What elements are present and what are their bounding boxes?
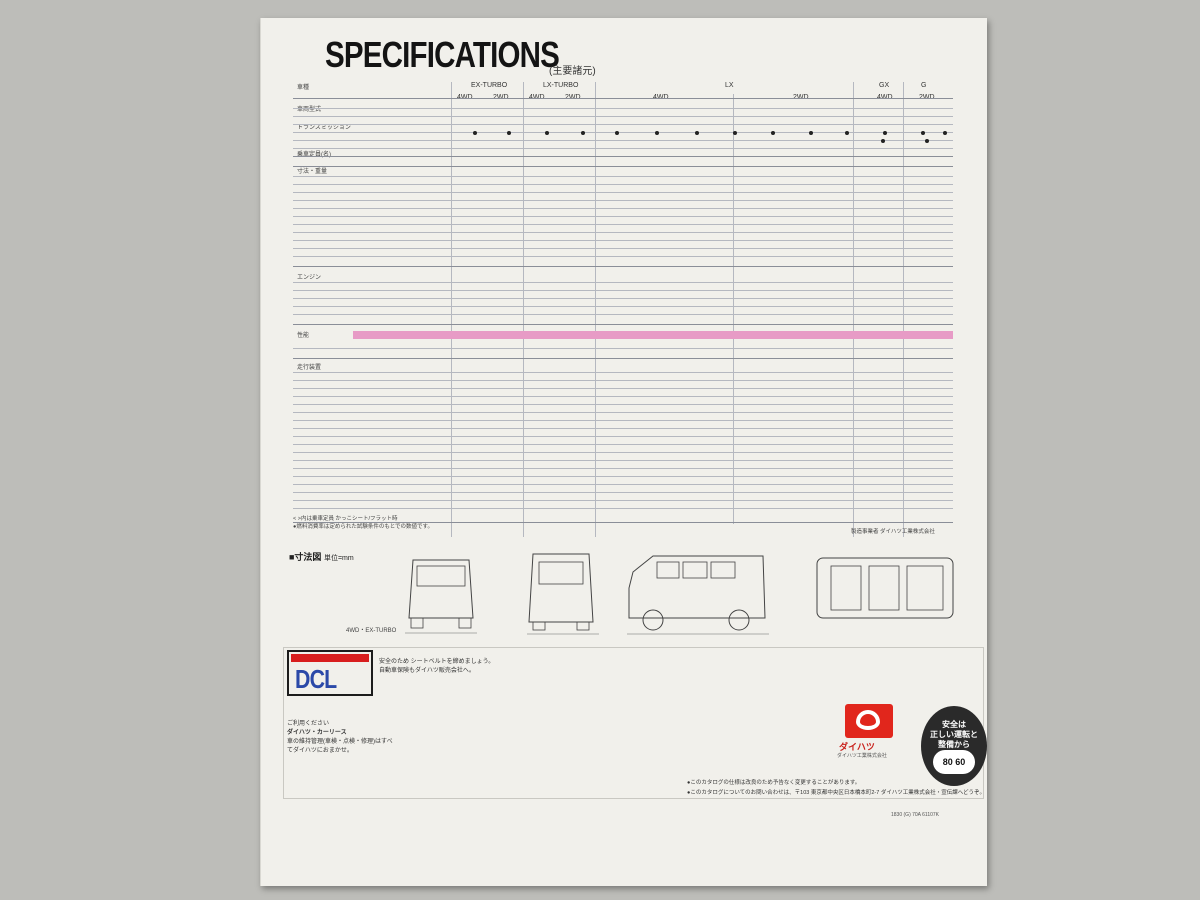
- dealer-info: ご利用ください ダイハツ・カーリース 車の維持管理(車検・点検・修理)はすべてダ…: [287, 720, 397, 756]
- dcl-copy: 安全のため シートベルトを締めましょう。 自動車保険もダイハツ販売会社へ。: [379, 658, 494, 676]
- note-line: < >内は乗車定員 かっこシート/フラット時: [293, 516, 398, 522]
- safety-line: 整備から: [938, 740, 970, 749]
- spec-dot: [883, 131, 887, 135]
- drive-label: 4WD: [457, 94, 473, 101]
- footnote-line: ●このカタログについてのお問い合わせは、〒103 東京都中央区日本橋本町2-7 …: [687, 790, 985, 796]
- brochure-page: SPECIFICATIONS (主要諸元) EX-TURBO LX-TURBO …: [260, 18, 987, 886]
- col-ex-turbo: EX-TURBO: [471, 82, 508, 89]
- drive-label: 4WD: [877, 94, 893, 101]
- fuel-economy-highlight: [353, 331, 953, 339]
- dealer-body: 車の維持管理(車検・点検・修理)はすべてダイハツにおまかせ。: [287, 739, 393, 754]
- diagram-title: ■寸法図 単位=mm: [289, 550, 354, 563]
- col-g: G: [921, 82, 927, 89]
- section-label: 走行装置: [297, 365, 322, 371]
- speed-limit-badge: 80 60: [933, 750, 975, 774]
- drive-label: 4WD: [529, 94, 545, 101]
- spec-dot: [655, 131, 659, 135]
- drive-label: 4WD: [653, 94, 669, 101]
- section-label: 寸法・重量: [297, 169, 328, 175]
- spec-notes: < >内は乗車定員 かっこシート/フラット時 ●燃料消費率は定められた試験条件の…: [293, 515, 953, 531]
- safety-badge: 安全は 正しい運転と 整備から 80 60: [921, 706, 987, 786]
- diagram-unit: 単位=mm: [323, 555, 354, 562]
- spec-dot: [771, 131, 775, 135]
- dcl-copy-line: 自動車保険もダイハツ販売会社へ。: [379, 668, 475, 674]
- spec-dot: [881, 139, 885, 143]
- spec-dot: [615, 131, 619, 135]
- drive-label: 2WD: [493, 94, 509, 101]
- maker-label: 製造事業者 ダイハツ工業株式会社: [851, 529, 935, 535]
- footnote-line: ●このカタログの仕様は改良のため予告なく変更することがあります。: [687, 780, 861, 786]
- page-title: SPECIFICATIONS: [325, 34, 560, 75]
- daihatsu-logo-icon: [845, 704, 893, 738]
- catalog-code: 1830 (G) 70A 61107K: [891, 812, 939, 818]
- page-subtitle: (主要諸元): [549, 66, 596, 77]
- spec-dot: [733, 131, 737, 135]
- col-lx: LX: [725, 82, 734, 89]
- spec-dot: [695, 131, 699, 135]
- section-label: エンジン: [297, 275, 322, 281]
- col-gx: GX: [879, 82, 890, 89]
- footnotes: ●このカタログの仕様は改良のため予告なく変更することがあります。 ●このカタログ…: [687, 778, 985, 798]
- info-panel: [283, 647, 984, 799]
- spec-dot: [581, 131, 585, 135]
- spec-table: EX-TURBO LX-TURBO LX GX G 4WD 2WD 4WD 2W…: [293, 82, 953, 541]
- safety-line: 正しい運転と: [930, 730, 978, 739]
- section-label: 車両型式: [297, 107, 322, 113]
- dcl-logo-text: DCL: [295, 664, 337, 694]
- front-view-drawing: [405, 559, 477, 634]
- drive-label: 2WD: [919, 94, 935, 101]
- dcl-logo: DCL: [287, 650, 373, 696]
- spec-dot: [921, 131, 925, 135]
- section-label: 車種: [297, 85, 310, 91]
- brand-name: ダイハツ: [839, 742, 875, 752]
- top-view-drawing: [816, 557, 954, 619]
- diagram-title-text: ■寸法図: [289, 552, 322, 562]
- spec-dot: [925, 139, 929, 143]
- spec-dot: [845, 131, 849, 135]
- spec-dot: [943, 131, 947, 135]
- dcl-copy-line: 安全のため シートベルトを締めましょう。: [379, 659, 495, 665]
- section-label: トランスミッション: [297, 125, 351, 131]
- col-lx-turbo: LX-TURBO: [543, 82, 579, 89]
- note-line: ●燃料消費率は定められた試験条件のもとでの数値です。: [293, 524, 433, 530]
- section-label: 乗車定員(名): [297, 152, 331, 158]
- spec-dot: [809, 131, 813, 135]
- brand-subname: ダイハツ工業株式会社: [837, 753, 887, 759]
- dealer-heading: ご利用ください: [287, 721, 330, 727]
- rear-view-drawing: [527, 553, 599, 635]
- drive-label: 2WD: [565, 94, 581, 101]
- safety-line: 安全は: [942, 720, 966, 729]
- drive-label: 2WD: [793, 94, 809, 101]
- spec-dot: [507, 131, 511, 135]
- spec-dot: [545, 131, 549, 135]
- side-view-drawing: [627, 555, 769, 635]
- model-label: 4WD・EX-TURBO: [346, 628, 397, 634]
- section-label: 性能: [297, 333, 310, 339]
- dealer-name: ダイハツ・カーリース: [287, 730, 347, 736]
- spec-dot: [473, 131, 477, 135]
